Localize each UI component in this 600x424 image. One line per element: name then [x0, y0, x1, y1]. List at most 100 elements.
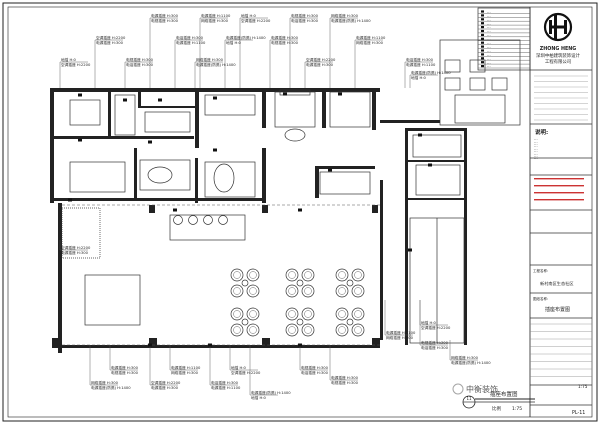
callout-label-2: 电源插座(防溅) H:1400 — [451, 360, 491, 365]
callout-label-2: 地插 H:0 — [411, 75, 427, 80]
socket-icon — [148, 343, 152, 347]
socket-icon — [328, 168, 332, 172]
callout-label-2: 电源插座 H:1100 — [406, 62, 436, 67]
title-block-text-lines — [534, 75, 588, 201]
callout-label-2: 电源插座 H:300 — [151, 385, 179, 390]
callout-label: 电源插座 H:1100 — [201, 13, 231, 18]
upper-right-rooms — [412, 39, 521, 196]
callout-label-2: 电源插座 H:300 — [306, 62, 334, 67]
callout-label: 网络插座 H:300 — [91, 380, 119, 385]
callout-label-2: 网络插座 H:300 — [356, 40, 384, 45]
callout-label: 网络插座 H:300 — [196, 57, 224, 62]
dining-chair — [173, 215, 183, 225]
legend-label: … — [487, 17, 491, 21]
drawing-title: 插座布置图 — [490, 390, 518, 398]
callout-label-2: 电源插座 H:1100 — [211, 385, 241, 390]
staircase — [409, 217, 465, 344]
legend-symbol-icon — [481, 26, 484, 29]
socket-icon — [418, 133, 422, 137]
socket-icon — [298, 343, 302, 347]
watermark-text: 中衡装饰 — [466, 384, 498, 394]
floor-grid — [62, 204, 380, 346]
callout-label: 空调插座 H:2200 — [306, 57, 336, 62]
seating-cluster — [285, 268, 315, 298]
scale-value: 1:75 — [512, 406, 522, 412]
callout-label: 电话插座 H:300 — [211, 380, 239, 385]
callout-label-2: 电视插座 H:300 — [111, 370, 139, 375]
note-line: … — [534, 147, 538, 151]
callout-label-2: 电源插座(防溅) H:1400 — [331, 18, 371, 23]
legend-symbol-icon — [481, 65, 484, 68]
company-cn-2: 工程有限公司 — [545, 58, 571, 65]
socket-icon — [298, 208, 302, 212]
seating-cluster — [230, 307, 260, 337]
callout-label-2: 地插 H:0 — [251, 395, 267, 400]
seating-cluster — [335, 307, 365, 337]
socket-icon — [208, 343, 212, 347]
socket-icon — [283, 92, 287, 96]
legend-symbol-icon — [481, 61, 484, 64]
socket-icon — [428, 163, 432, 167]
project-name: 新村南区生态社区 — [540, 280, 574, 287]
callout-label-2: 电源插座(防溅) H:1400 — [196, 62, 236, 67]
notes-block: ……………………… — [534, 137, 538, 160]
callout-label: 地插 H:0 — [61, 57, 77, 62]
callout-label-2: 地插 H:0 — [226, 40, 242, 45]
seating-cluster — [230, 268, 260, 298]
callout-label: 空调插座 H:2200 — [151, 380, 181, 385]
legend-label: … — [487, 14, 491, 18]
furniture — [61, 89, 371, 326]
callout-label-2: 电话插座 H:300 — [301, 370, 329, 375]
legend-symbol-icon — [481, 10, 484, 13]
callout-label: 电源插座(防溅) H:1400 — [411, 70, 451, 75]
drawing-name-label: 图纸名称: — [533, 296, 548, 301]
callout-label-2: 网络插座 H:300 — [171, 370, 199, 375]
callout-label: 网络插座 H:300 — [331, 13, 359, 18]
legend-symbol-icon — [481, 18, 484, 21]
socket-icon — [408, 248, 412, 252]
legend-label: … — [487, 49, 491, 53]
legend-label: … — [487, 41, 491, 45]
note-line: … — [534, 137, 538, 141]
callout-label: 空调插座 H:2200 — [61, 245, 91, 250]
legend-symbol-icon — [481, 37, 484, 40]
callout-label-2: 网络插座 H:300 — [386, 335, 414, 340]
callout-label: 电源插座(防溅) H:1400 — [226, 35, 266, 40]
callout-label-2: 电话插座 H:300 — [421, 345, 449, 350]
drawing-title-block: 11 插座布置图 比例 1:75 — [462, 390, 535, 412]
callout-label-2: 空调插座 H:2200 — [231, 370, 261, 375]
callout-label-2: 电话插座 H:300 — [126, 62, 154, 67]
note-line: … — [534, 154, 538, 158]
legend-symbol-icon — [481, 33, 484, 36]
company-en: ZHONG HENG — [540, 46, 576, 52]
note-line: … — [534, 139, 538, 143]
socket-icon — [158, 98, 162, 102]
callout-label: 电源插座 H:300 — [271, 35, 299, 40]
callout-label-2: 空调插座 H:2200 — [241, 18, 271, 23]
callout-label-2: 电视插座 H:300 — [151, 18, 179, 23]
callout-label-2: 电源插座(防溅) H:1400 — [91, 385, 131, 390]
callout-label-2: 电源插座 H:300 — [96, 40, 124, 45]
lounge-seating-groups — [173, 215, 365, 337]
